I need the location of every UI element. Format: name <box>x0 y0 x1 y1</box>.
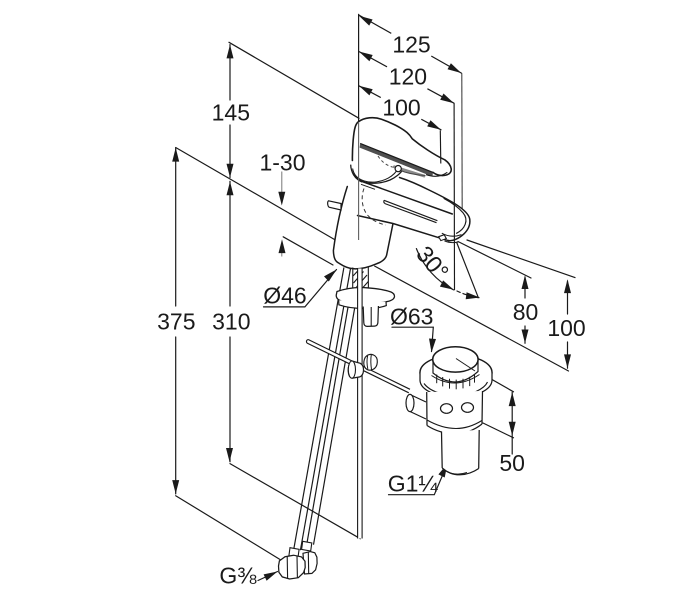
svg-text:120: 120 <box>389 64 427 90</box>
svg-text:145: 145 <box>212 100 250 126</box>
svg-text:Ø63: Ø63 <box>390 304 433 330</box>
svg-text:375: 375 <box>157 309 195 335</box>
svg-text:80: 80 <box>513 299 539 325</box>
svg-text:G⅜: G⅜ <box>219 563 257 589</box>
svg-text:1-30: 1-30 <box>259 150 305 176</box>
svg-text:100: 100 <box>382 95 420 121</box>
svg-text:50: 50 <box>499 450 525 476</box>
svg-text:125: 125 <box>392 32 430 58</box>
svg-text:G1¼: G1¼ <box>388 471 439 497</box>
svg-text:310: 310 <box>212 309 250 335</box>
svg-text:Ø46: Ø46 <box>263 283 306 309</box>
svg-text:100: 100 <box>547 315 585 341</box>
